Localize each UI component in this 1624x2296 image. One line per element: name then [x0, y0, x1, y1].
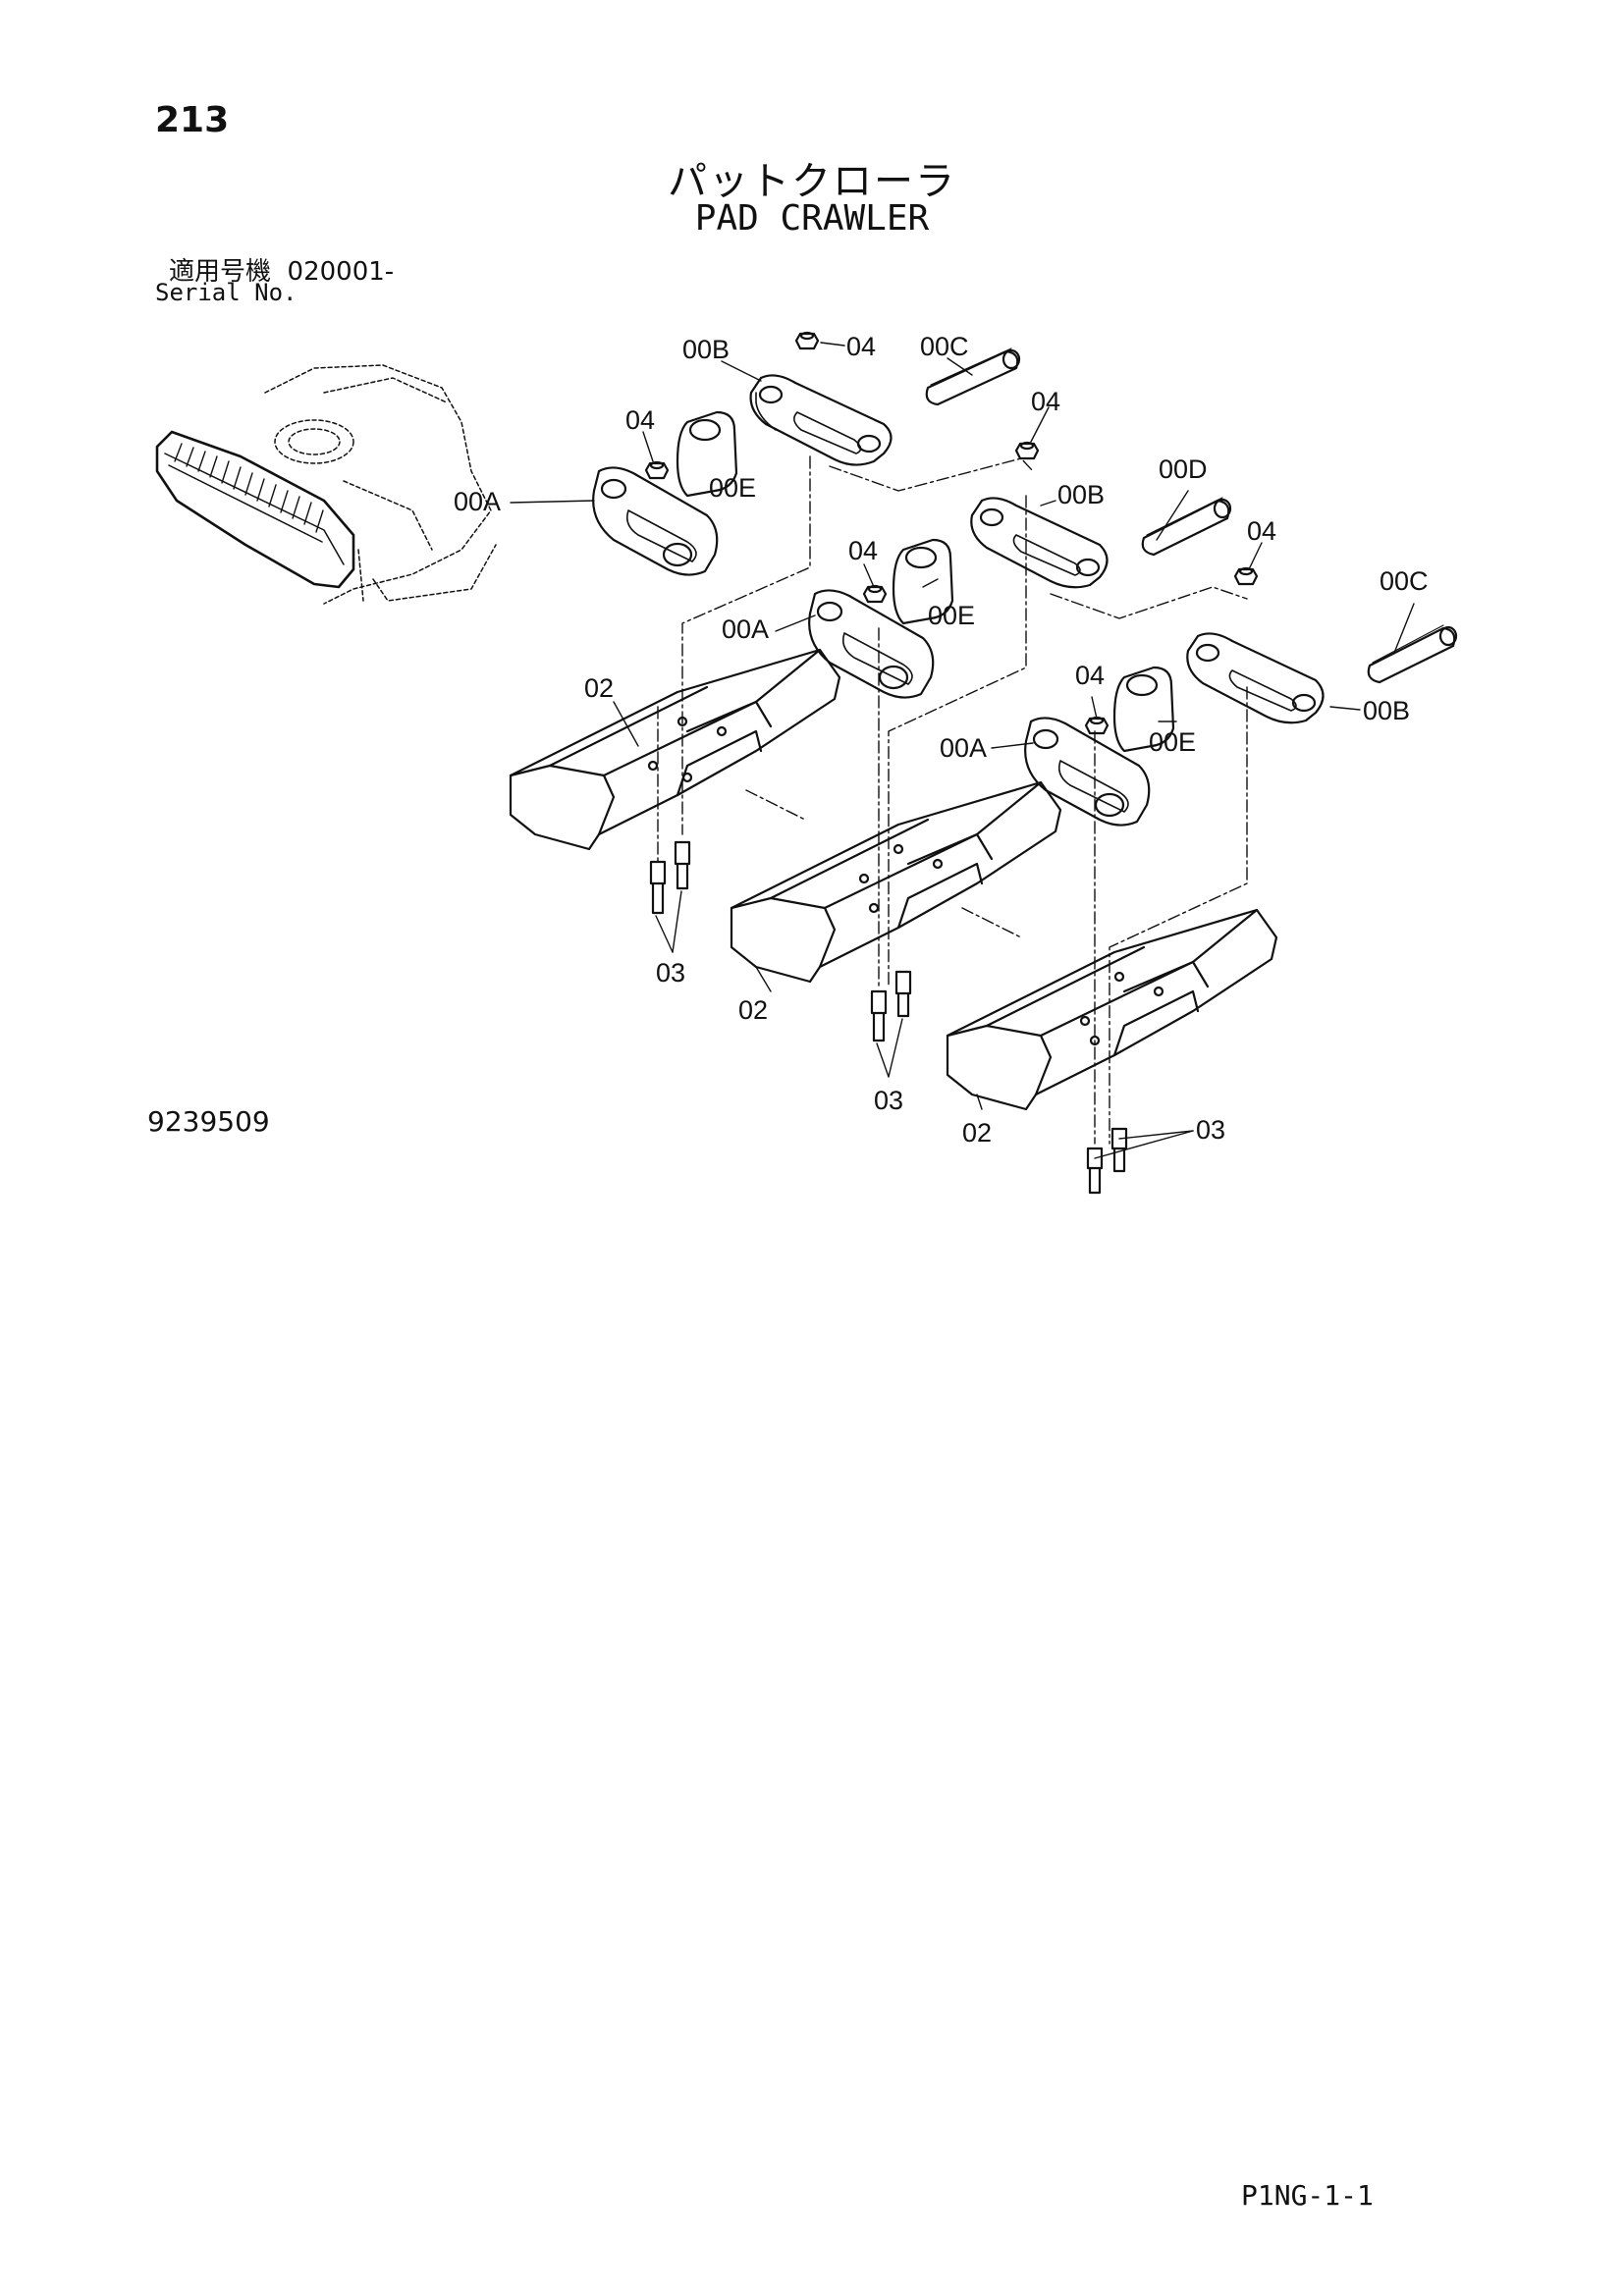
callout-00A: 00A — [454, 487, 501, 516]
callout-04: 04 — [848, 536, 878, 565]
serial-label-english: Serial No. — [155, 279, 298, 306]
title-english: PAD CRAWLER — [694, 198, 930, 239]
callout-02: 02 — [962, 1118, 992, 1148]
callout-00D: 00D — [1159, 454, 1208, 484]
link-00A-2 — [808, 589, 935, 699]
link-assembly-3 — [1084, 625, 1458, 753]
callout-00A: 00A — [722, 614, 769, 644]
callout-00C: 00C — [1380, 566, 1429, 596]
machine-overview-thumbnail — [155, 364, 497, 605]
callout-00C: 00C — [920, 332, 969, 361]
link-00A-1 — [592, 466, 719, 576]
callout-04: 04 — [846, 332, 876, 361]
callout-00E: 00E — [1149, 727, 1196, 757]
callout-03: 03 — [874, 1086, 903, 1115]
rubber-pad-3 — [946, 908, 1278, 1111]
serial-label-japanese: 適用号機 020001- — [169, 257, 395, 287]
pins-and-bushings — [930, 347, 1444, 664]
callout-02: 02 — [738, 995, 768, 1025]
callout-00A: 00A — [940, 733, 987, 763]
callout-04: 04 — [1075, 661, 1105, 690]
bolts-03 — [649, 840, 1128, 1195]
callout-00B: 00B — [1363, 696, 1410, 725]
callout-labels: 00B 04 00C 04 04 00E 00A 00D 00B 04 04 0… — [454, 332, 1429, 1148]
callout-00B: 00B — [1057, 480, 1105, 509]
callout-00E: 00E — [709, 473, 756, 503]
callout-00E: 00E — [928, 601, 975, 630]
link-00A-3 — [1024, 717, 1151, 827]
link-assembly-2 — [862, 441, 1259, 625]
drawing-number: 9239509 — [147, 1105, 270, 1138]
rubber-pad-2 — [730, 780, 1062, 984]
callout-04: 04 — [625, 405, 655, 435]
callout-02: 02 — [584, 673, 614, 703]
callout-04: 04 — [1247, 516, 1276, 546]
callout-03: 03 — [1196, 1115, 1225, 1145]
callout-03: 03 — [656, 958, 685, 988]
page-number: 213 — [155, 100, 230, 140]
assembly-centre-lines — [657, 455, 1248, 1145]
page-reference: P1NG-1-1 — [1241, 2179, 1374, 2212]
rubber-pad-1 — [509, 648, 841, 851]
link-assembly-1 — [644, 331, 1021, 498]
callout-04: 04 — [1031, 387, 1060, 416]
title-japanese: パットクローラ — [668, 159, 956, 204]
callout-00B: 00B — [682, 335, 730, 364]
callout-leaders — [510, 342, 1415, 1159]
